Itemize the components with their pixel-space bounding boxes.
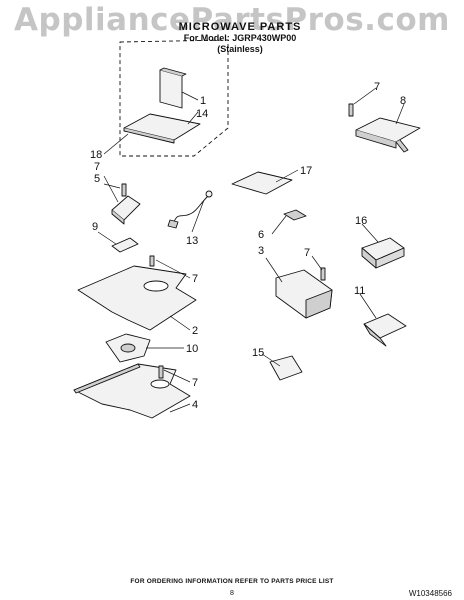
callout-13: 13 <box>186 235 198 247</box>
part-1-panel <box>159 69 183 109</box>
callout-7d: 7 <box>374 81 380 93</box>
part-2-vent-hole <box>143 280 169 292</box>
callout-5: 5 <box>94 173 100 185</box>
part-4-rail <box>73 363 141 394</box>
part-13-plug <box>167 219 179 229</box>
model-line: For Model: JGRP430WP00 <box>183 33 297 43</box>
part-3-face <box>305 289 333 319</box>
callout-9: 9 <box>92 221 98 233</box>
part-16-side <box>375 247 405 269</box>
part-10-hub <box>120 343 136 353</box>
variant-label: (Stainless) <box>217 44 263 54</box>
part-4-vent-hole <box>150 379 170 389</box>
screw-7a <box>121 183 127 197</box>
callout-15: 15 <box>252 347 264 359</box>
callout-14: 14 <box>196 108 208 120</box>
callout-11: 11 <box>354 285 365 297</box>
part-1-edge <box>159 67 187 77</box>
part-8-tab <box>395 139 409 153</box>
dashed-group-outline <box>119 39 229 157</box>
callout-7b: 7 <box>192 273 198 285</box>
callout-4: 4 <box>192 399 198 411</box>
part-2-shield <box>77 265 197 331</box>
callout-2: 2 <box>192 325 198 337</box>
part-6-clip <box>283 209 307 221</box>
callout-7a: 7 <box>94 161 100 173</box>
screw-7e <box>320 267 326 281</box>
watermark-text: AppliancePartsPros.com <box>14 2 450 38</box>
callout-8: 8 <box>400 95 406 107</box>
part-13-terminal <box>205 190 213 198</box>
diagram-title: MICROWAVE PARTS <box>178 21 302 33</box>
part-11-flange <box>363 323 387 347</box>
callout-17: 17 <box>300 165 312 177</box>
screw-7b <box>149 255 155 267</box>
ordering-notice: FOR ORDERING INFORMATION REFER TO PARTS … <box>130 578 334 585</box>
callout-10: 10 <box>186 343 198 355</box>
part-4-shield <box>73 363 191 419</box>
page-number: 8 <box>230 590 234 597</box>
part-18-edge <box>123 128 175 144</box>
callout-1: 1 <box>200 95 206 107</box>
document-number: W10348566 <box>408 589 452 598</box>
part-5-bracket-flange <box>111 210 125 225</box>
callout-16: 16 <box>355 215 367 227</box>
callout-18: 18 <box>90 149 102 161</box>
part-8-flange <box>355 130 397 149</box>
part-9-plate <box>111 237 139 253</box>
part-13-wire <box>173 195 209 223</box>
part-17-panel <box>231 171 293 195</box>
callout-7c: 7 <box>192 377 198 389</box>
diagram-title-block: MICROWAVE PARTS For Model: JGRP430WP00 (… <box>150 22 330 55</box>
part-18-panel <box>123 113 201 141</box>
screw-7d <box>348 103 354 117</box>
part-15-plate <box>269 355 303 381</box>
callout-6: 6 <box>258 229 264 241</box>
callout-3: 3 <box>258 245 264 257</box>
screw-7c <box>158 365 164 379</box>
callout-7e: 7 <box>304 247 310 259</box>
